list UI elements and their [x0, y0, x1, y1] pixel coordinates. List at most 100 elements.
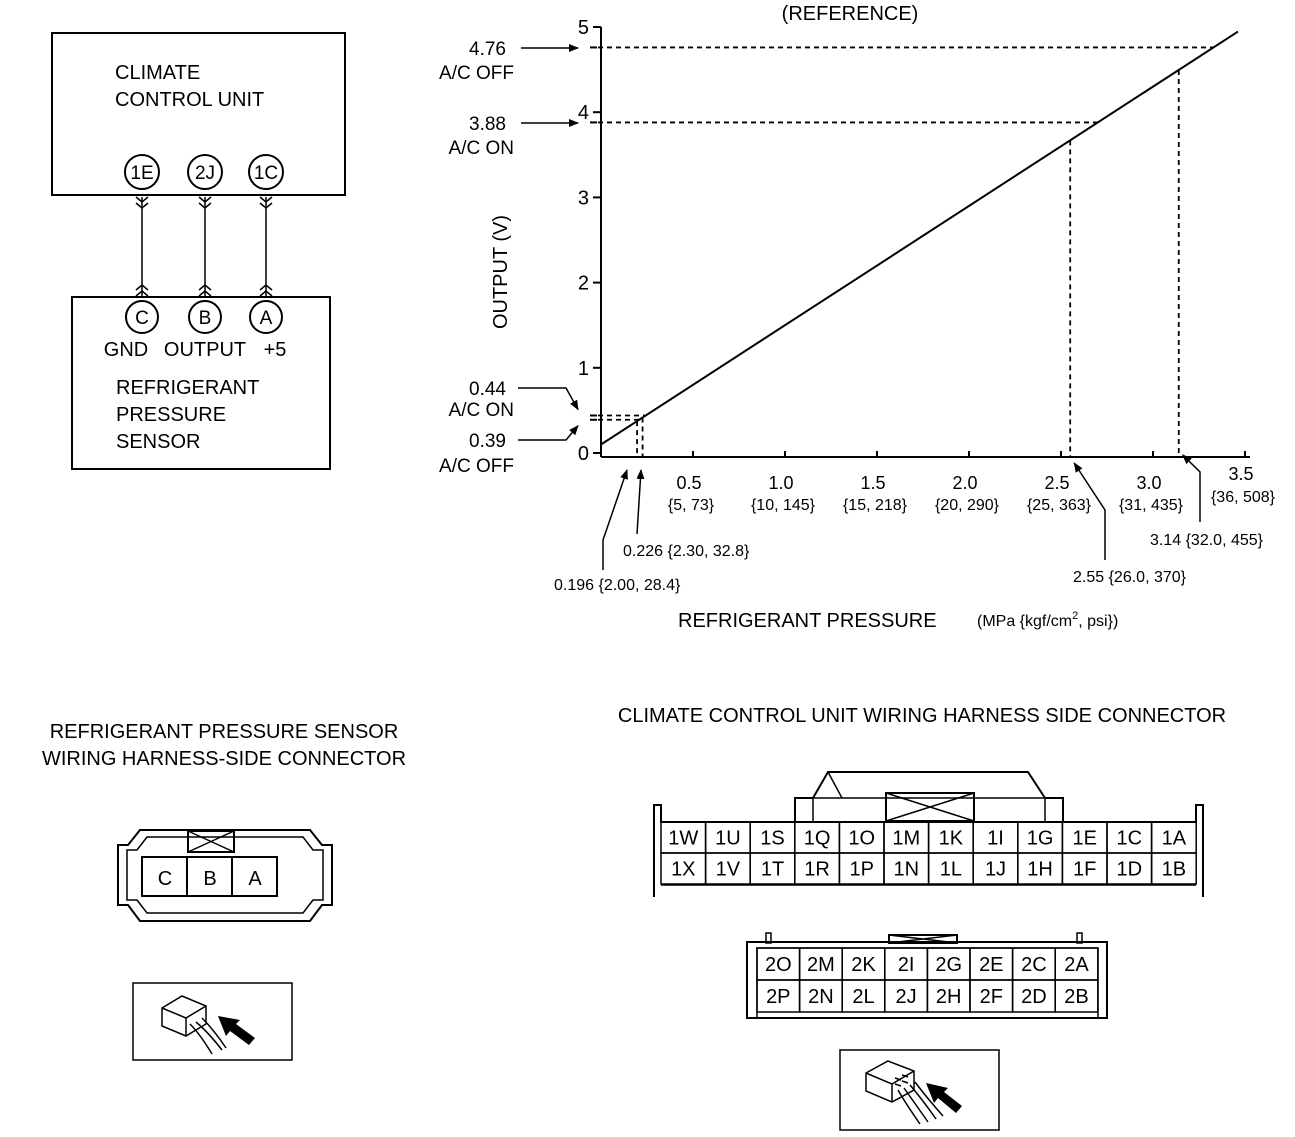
x-annotation-label-0: 0.196 {2.00, 28.4} — [554, 577, 681, 594]
gnd-label: GND — [104, 339, 148, 361]
row2-cell-11 — [1150, 852, 1197, 885]
y-annotation-arrow-2 — [518, 387, 579, 411]
pin-1j: 1J — [985, 859, 1006, 881]
chart-title: (REFERENCE) — [782, 3, 919, 25]
y-tick-label-2: 2 — [578, 273, 589, 295]
series-line-0 — [600, 30, 1239, 446]
pin-2d: 2D — [1021, 986, 1047, 1008]
pin-2a: 2A — [1064, 954, 1089, 976]
pin-1v: 1V — [716, 859, 741, 881]
pin-1x: 1X — [671, 859, 695, 881]
x-tick-sublabel-2: {15, 218} — [843, 497, 908, 514]
wire-2j-b: 2J B OUTPUT — [164, 154, 246, 361]
x-axis-unit: (MPa {kgf/cm2, psi}) — [977, 610, 1118, 630]
x-tick-label-1: 1.0 — [768, 473, 793, 493]
unit-label-line1: CLIMATE — [115, 62, 200, 84]
x-annotation-label-3: 3.14 {32.0, 455} — [1150, 532, 1264, 549]
y-annotation-state-0: A/C OFF — [439, 63, 514, 84]
x-tick-sublabel-5: {31, 435} — [1119, 497, 1184, 514]
x-annotation-label-1: 0.226 {2.30, 32.8} — [623, 543, 750, 560]
x-tick-sublabel-1: {10, 145} — [751, 497, 816, 514]
unit-terminal-1c — [248, 154, 284, 190]
sensor-connector-title-line1: REFRIGERANT PRESSURE SENSOR — [50, 721, 399, 743]
pin-1b: 1B — [1162, 859, 1186, 881]
pin-1c: 1C — [1117, 828, 1143, 850]
sensor-connector-view-icon — [132, 982, 293, 1061]
y-annotation-value-2: 0.44 — [469, 379, 506, 400]
pin-2e: 2E — [979, 954, 1003, 976]
sensor-terminal-b-label: B — [199, 308, 212, 329]
y-tick-label-0: 0 — [578, 443, 589, 465]
x-tick-sublabel-0: {5, 73} — [668, 497, 715, 514]
row4-cell-7 — [1054, 979, 1099, 1013]
x-tick-label-5: 3.0 — [1136, 473, 1161, 493]
pin-1f: 1F — [1073, 859, 1096, 881]
pin-1g: 1G — [1027, 828, 1054, 850]
x-axis-label: REFRIGERANT PRESSURE — [678, 610, 937, 632]
output-voltage-chart: (REFERENCE) 0 1 2 3 4 5 0.5 {5, 73} 1.0 {10, 145… — [439, 3, 1276, 632]
unit-label-line2: CONTROL UNIT — [115, 89, 264, 111]
sensor-terminal-c-label: C — [135, 308, 149, 329]
sensor-terminal-b — [188, 300, 222, 334]
x-annotation-arrow-0 — [602, 469, 628, 570]
climate-control-unit-box — [51, 32, 346, 196]
pin-2c: 2C — [1021, 954, 1047, 976]
y-annotation-state-1: A/C ON — [449, 138, 514, 159]
pin-1w: 1W — [668, 828, 698, 850]
unit-terminal-1e-label: 1E — [130, 163, 153, 184]
pin-1t: 1T — [761, 859, 784, 881]
sensor-connector-section: REFRIGERANT PRESSURE SENSOR WIRING HARNE… — [42, 721, 406, 1061]
pin-1d: 1D — [1117, 859, 1143, 881]
pin-1h: 1H — [1027, 859, 1053, 881]
pin-1m: 1M — [892, 828, 920, 850]
sensor-pin-a: A — [248, 868, 262, 890]
y-tick-label-1: 1 — [578, 358, 589, 380]
pin-1a: 1A — [1162, 828, 1187, 850]
unit-connector-title: CLIMATE CONTROL UNIT WIRING HARNESS SIDE… — [618, 705, 1226, 727]
sensor-terminal-a — [249, 300, 283, 334]
x-ticks: 0.5{5, 73}1.0{10, 145}1.5{15, 218}2.0{20… — [668, 451, 1276, 514]
pin-2m: 2M — [807, 954, 835, 976]
x-tick-sublabel-4: {25, 363} — [1027, 497, 1092, 514]
chart-series — [600, 30, 1239, 446]
y-tick-label-4: 4 — [578, 102, 589, 124]
x-tick-label-6: 3.5 — [1228, 464, 1253, 484]
pin-2b: 2B — [1064, 986, 1088, 1008]
x-tick-label-2: 1.5 — [860, 473, 885, 493]
sensor-terminal-a-label: A — [260, 308, 273, 329]
wire-1c-a: 1C A +5 — [248, 154, 286, 361]
y-annotation-value-1: 3.88 — [469, 114, 506, 135]
y-ticks: 0 1 2 3 4 5 — [578, 17, 601, 465]
x-tick-label-0: 0.5 — [676, 473, 701, 493]
y-axis-label: OUTPUT (V) — [490, 215, 512, 329]
refrigerant-pressure-sensor-box — [71, 296, 331, 470]
x-annotations: 0.196 {2.00, 28.4} 0.226 {2.30, 32.8} 2.55… — [554, 69, 1264, 594]
y-tick-label-3: 3 — [578, 187, 589, 209]
unit-connector-view-icon — [839, 1049, 1000, 1131]
sensor-pin-b: B — [203, 868, 216, 890]
unit-terminal-1e — [124, 154, 160, 190]
y-annotation-value-0: 4.76 — [469, 39, 506, 60]
pin-1p: 1P — [849, 859, 873, 881]
y-tick-label-5: 5 — [578, 17, 589, 39]
pin-1u: 1U — [715, 828, 741, 850]
pin-2p: 2P — [766, 986, 790, 1008]
pin-1n: 1N — [894, 859, 920, 881]
pin-1r: 1R — [804, 859, 830, 881]
pin-2i: 2I — [898, 954, 915, 976]
pin-2f: 2F — [980, 986, 1003, 1008]
pin-2k: 2K — [851, 954, 876, 976]
pin-2o: 2O — [765, 954, 792, 976]
x-tick-label-4: 2.5 — [1044, 473, 1069, 493]
x-annotation-arrow-3 — [1182, 454, 1201, 522]
x-annotation-label-2: 2.55 {26.0, 370} — [1073, 569, 1187, 586]
pin-2j: 2J — [896, 986, 917, 1008]
sensor-pin-c: C — [158, 868, 172, 890]
